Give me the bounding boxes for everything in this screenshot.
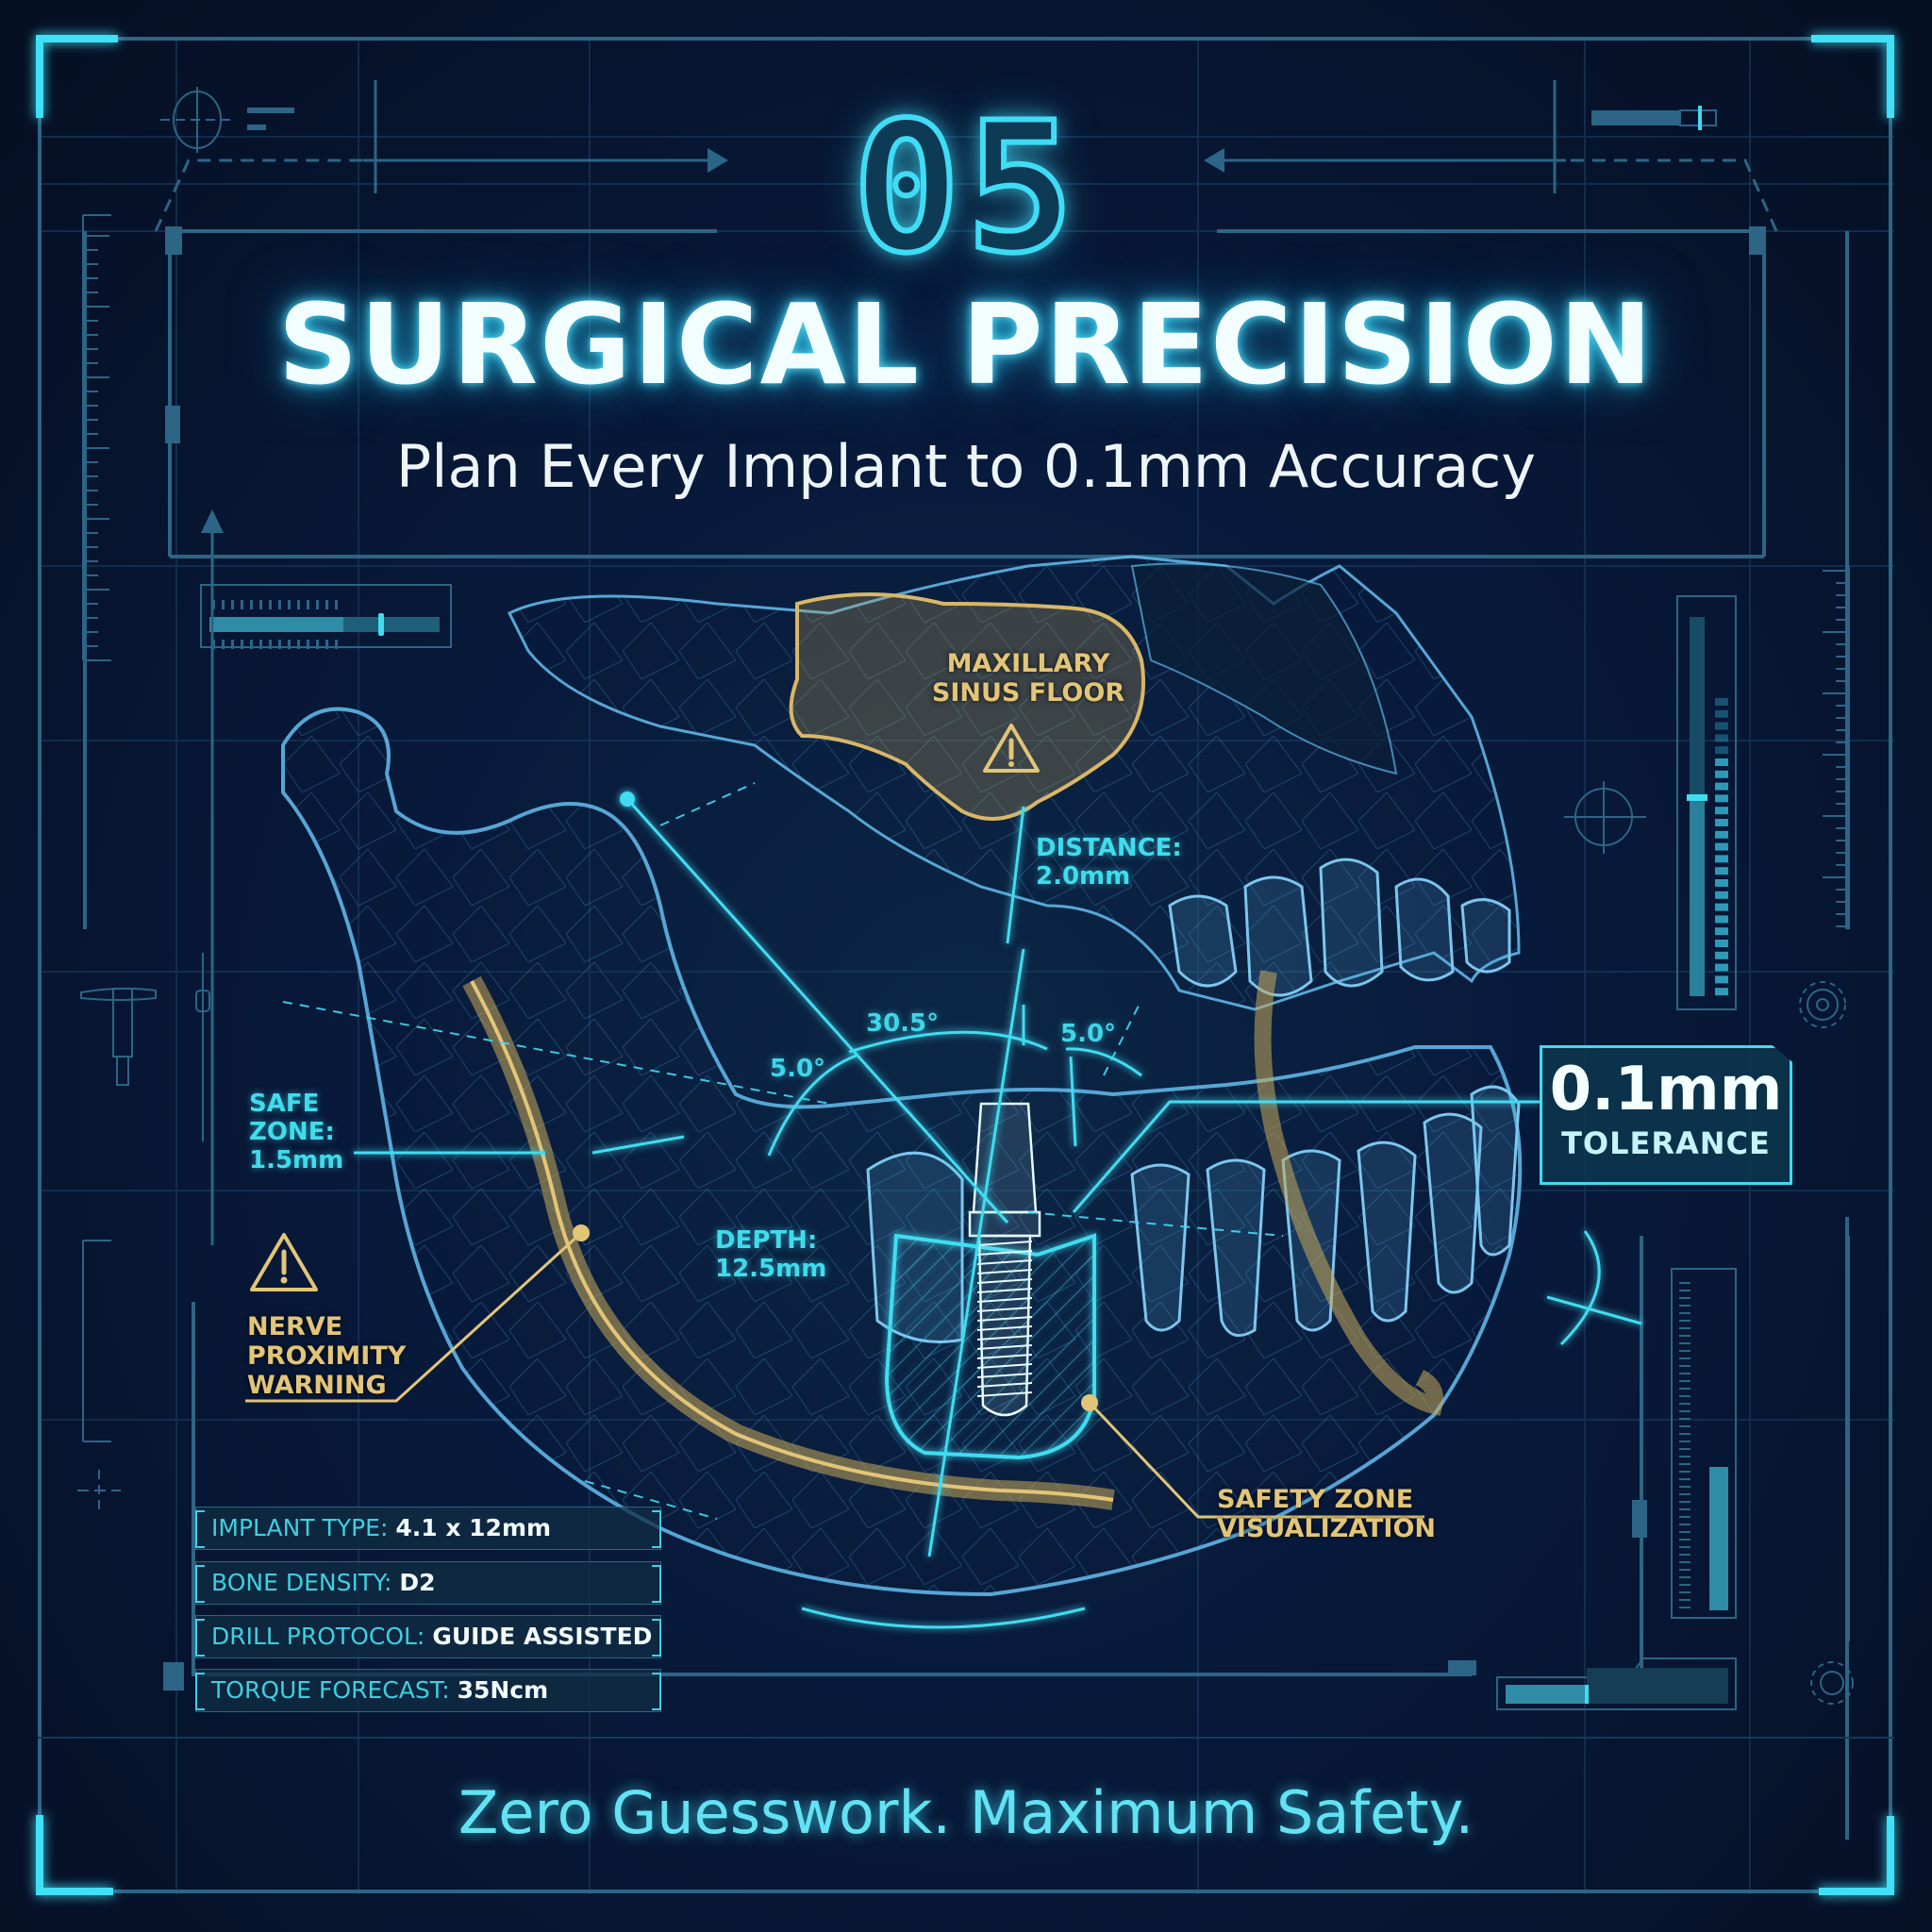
maxillary-line2: SINUS FLOOR <box>931 678 1125 708</box>
gear-icon <box>1799 981 1846 1028</box>
nerve-line2: PROXIMITY <box>247 1341 407 1371</box>
page-subtitle: Plan Every Implant to 0.1mm Accuracy <box>395 432 1537 501</box>
safe-zone-label: SAFE ZONE: 1.5mm <box>249 1090 343 1174</box>
spec-value: 4.1 x 12mm <box>395 1514 552 1541</box>
depth-value: 12.5mm <box>715 1255 827 1283</box>
safe-zone-value: 1.5mm <box>249 1146 344 1174</box>
gear-icon-lower <box>1810 1661 1854 1705</box>
depth-label: DEPTH: 12.5mm <box>715 1226 826 1283</box>
spec-row-torque-forecast: TORQUE FORECAST: 35Ncm <box>195 1669 661 1712</box>
maxillary-sinus-label: MAXILLARY SINUS FLOOR <box>929 649 1127 708</box>
depth-key: DEPTH: <box>715 1226 818 1255</box>
safe-zone-line2: ZONE: <box>249 1118 335 1146</box>
nerve-warning-label: NERVE PROXIMITY WARNING <box>247 1312 406 1400</box>
spec-value: GUIDE ASSISTED <box>432 1623 653 1650</box>
spec-key: BONE DENSITY: <box>211 1569 400 1596</box>
angle-main: 30.5° <box>866 1009 940 1038</box>
safety-zone-line2: VISUALIZATION <box>1217 1514 1437 1543</box>
distance-label: DISTANCE: 2.0mm <box>1036 834 1182 891</box>
safety-zone-line1: SAFETY ZONE <box>1217 1485 1414 1514</box>
maxillary-line1: MAXILLARY <box>946 649 1110 678</box>
spec-value: D2 <box>399 1569 436 1596</box>
footer-tagline: Zero Guesswork. Maximum Safety. <box>458 1778 1474 1847</box>
nerve-line3: WARNING <box>247 1371 387 1400</box>
safety-zone-label: SAFETY ZONE VISUALIZATION <box>1217 1485 1436 1543</box>
tolerance-value: 0.1mm <box>1549 1055 1783 1124</box>
distance-key: DISTANCE: <box>1036 834 1182 862</box>
tolerance-label: TOLERANCE <box>1561 1125 1771 1161</box>
spec-row-drill-protocol: DRILL PROTOCOL: GUIDE ASSISTED <box>195 1615 661 1658</box>
spec-key: TORQUE FORECAST: <box>211 1676 458 1704</box>
page-title: SURGICAL PRECISION <box>277 279 1655 409</box>
spec-row-bone-density: BONE DENSITY: D2 <box>195 1561 661 1605</box>
distance-value: 2.0mm <box>1036 862 1131 891</box>
warning-triangle-icon <box>250 1233 318 1291</box>
spec-value: 35Ncm <box>457 1676 549 1704</box>
spec-key: IMPLANT TYPE: <box>211 1514 396 1541</box>
warning-triangle-icon <box>983 724 1040 773</box>
nerve-line1: NERVE <box>247 1312 343 1341</box>
angle-right: 5.0° <box>1060 1020 1117 1048</box>
section-number: 05 <box>850 84 1080 292</box>
spec-row-implant-type: IMPLANT TYPE: 4.1 x 12mm <box>195 1507 661 1550</box>
spec-key: DRILL PROTOCOL: <box>211 1623 433 1650</box>
safe-zone-line1: SAFE <box>249 1090 320 1118</box>
angle-left: 5.0° <box>770 1055 826 1083</box>
tolerance-badge: 0.1mm TOLERANCE <box>1540 1045 1792 1185</box>
